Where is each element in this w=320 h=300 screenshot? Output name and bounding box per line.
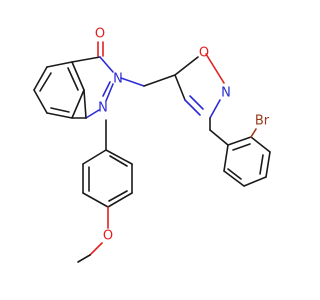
methoxyphenyl-ring bbox=[77, 119, 133, 263]
lactam-nitrogen-label: N bbox=[113, 72, 123, 87]
methoxy-oxygen-label: O bbox=[103, 229, 113, 244]
bromophenyl-ring bbox=[209, 117, 271, 187]
oxadiazole-ring bbox=[174, 53, 225, 119]
pyridazinone-ring bbox=[71, 41, 114, 119]
hydrazone-nitrogen-label: N bbox=[98, 101, 108, 116]
carbonyl-oxygen-label: O bbox=[95, 27, 105, 42]
oxadiazole-oxygen-label: O bbox=[199, 46, 209, 61]
methylene-linker bbox=[120, 74, 176, 87]
oxadiazole-nitrogen-label: N bbox=[221, 86, 231, 101]
benzo-ring bbox=[33, 61, 85, 119]
molecule-structure-diagram: O N N O N Br O bbox=[33, 27, 271, 263]
atom-labels: O N N O N Br O bbox=[95, 27, 270, 244]
bromine-label: Br bbox=[255, 114, 270, 129]
